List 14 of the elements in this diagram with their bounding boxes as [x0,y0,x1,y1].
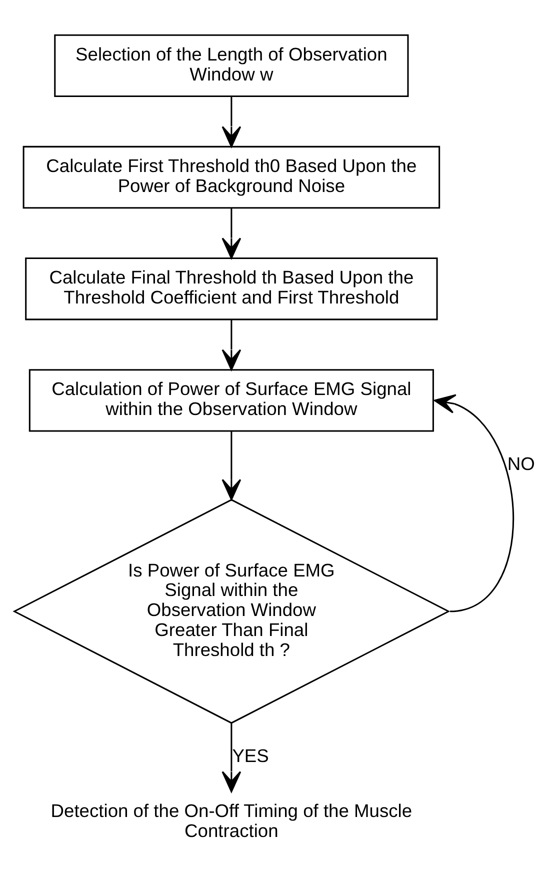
arrow [222,208,242,259]
arrow [222,319,242,370]
edge-label: YES [232,745,269,766]
node-diamond: Is Power of Surface EMG Signal within the Observation Window Greater Than Final Threshold th ? [12,498,450,724]
arrow [222,96,242,148]
arrow [222,724,242,792]
node-box: Calculate Final Threshold th Based Upon the Threshold Coefficient and First Threshold [25,258,438,320]
node-text: Detection of the On-Off Timing of the Muscle Contraction [50,800,412,841]
node-box: Selection of the Length of Observation Window w [54,34,409,98]
node-box: Calculate First Threshold th0 Based Upon the Power of Background Noise [22,146,440,209]
edge-label: NO [507,453,535,474]
arrow [222,431,242,500]
arrow [434,394,514,612]
node-box: Calculation of Power of Surface EMG Signal within the Observation Window [28,369,434,432]
